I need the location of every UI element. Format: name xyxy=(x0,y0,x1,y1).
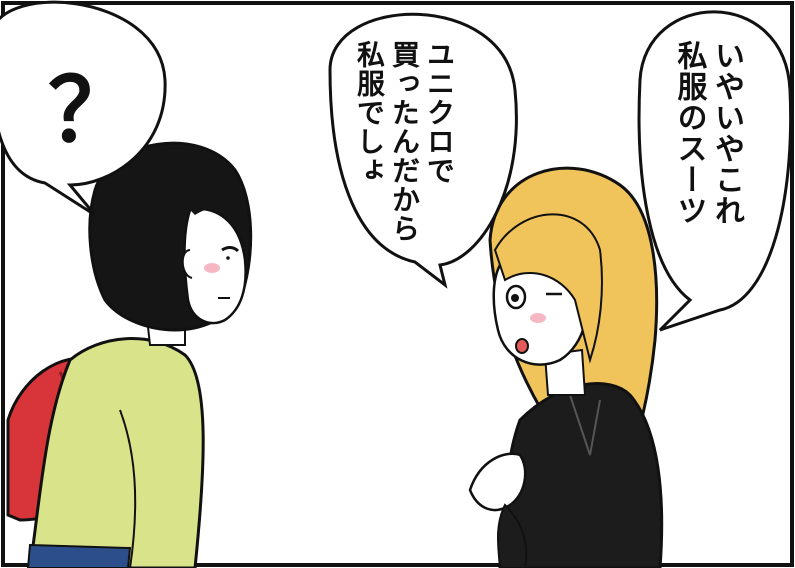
middle-bubble-text: ユニクロで 買ったんだから 私服でしょ xyxy=(352,40,457,270)
speech-bubble-middle xyxy=(328,12,518,289)
middle-line-1: ユニクロで xyxy=(423,40,456,185)
right-character xyxy=(468,166,664,568)
middle-line-2: 買ったんだから xyxy=(388,40,421,243)
right-line-1: いやいやこれ xyxy=(709,40,744,226)
speech-bubble-right xyxy=(637,10,793,332)
cardigan xyxy=(28,337,205,568)
question-mark: ？ xyxy=(48,59,137,162)
left-character xyxy=(6,141,253,568)
right-bubble-text: いやいやこれ 私服のスーツ xyxy=(670,40,745,300)
speech-bubble-left xyxy=(0,0,167,217)
middle-line-3: 私服でしょ xyxy=(353,40,386,185)
right-line-2: 私服のスーツ xyxy=(671,40,707,226)
pointing-hand xyxy=(468,452,527,512)
